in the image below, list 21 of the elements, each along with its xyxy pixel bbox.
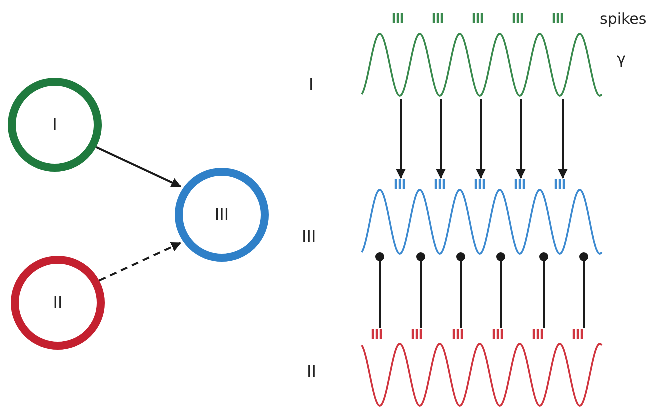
- arrow: [436, 99, 446, 179]
- row-label: III: [302, 228, 316, 246]
- legend-text: spikes: [600, 10, 647, 28]
- inhibitory-connector: [416, 252, 426, 328]
- arrow: [476, 99, 486, 179]
- row-label: II: [307, 363, 316, 381]
- arrow: [96, 146, 182, 188]
- inhibitory-connector: [496, 252, 506, 328]
- arrow: [558, 99, 568, 179]
- inhibitory-connector: [456, 252, 466, 328]
- arrow: [396, 99, 406, 179]
- inhibitory-connector: [540, 252, 548, 328]
- row-label: I: [309, 76, 314, 94]
- node-label: III: [214, 205, 230, 224]
- inhibitory-connector: [376, 252, 384, 328]
- arrow: [516, 99, 526, 179]
- node-label: I: [52, 115, 58, 134]
- node-label: II: [53, 293, 63, 312]
- arrow: [99, 242, 182, 282]
- gamma-symbol: γ: [617, 50, 626, 68]
- inhibitory-connector: [580, 252, 588, 328]
